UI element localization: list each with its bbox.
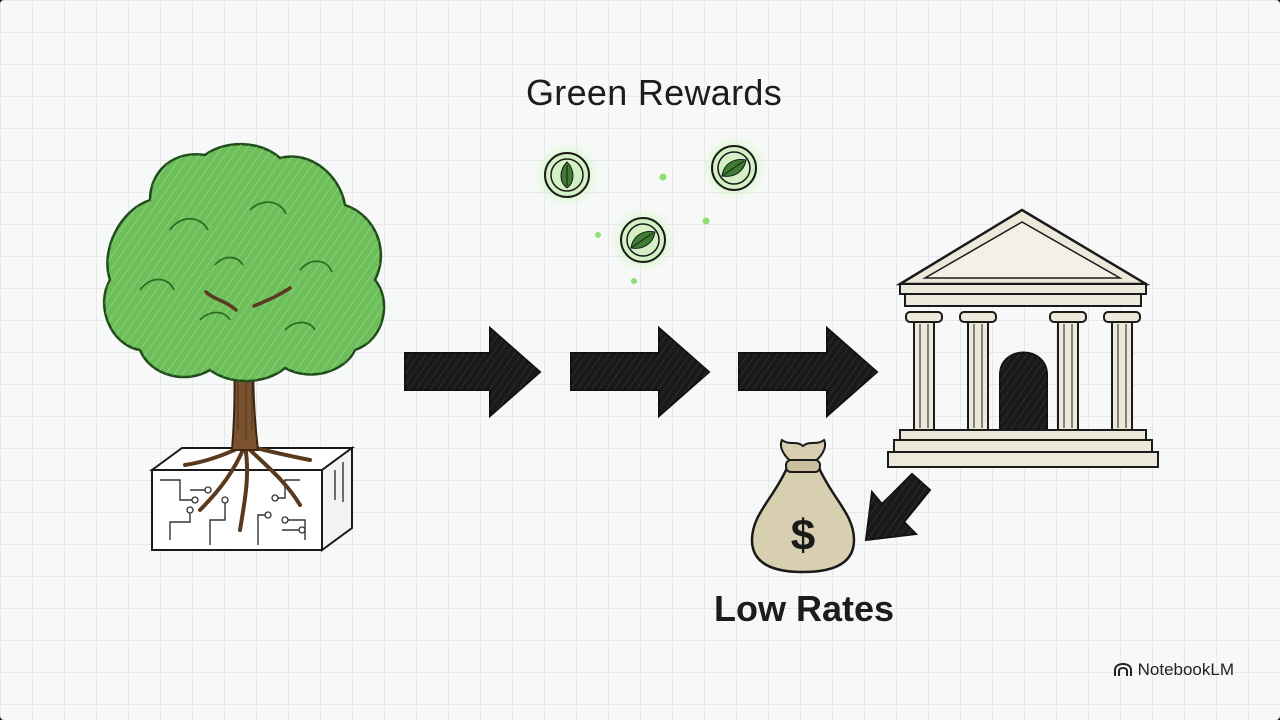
bank-building-icon <box>887 208 1159 468</box>
svg-text:$: $ <box>791 511 815 560</box>
tree-with-circuit-roots-icon <box>102 142 386 552</box>
sparkle-dots <box>595 173 710 284</box>
low-rates-caption: Low Rates <box>714 588 895 629</box>
leaf-coin-icon-1 <box>533 141 601 209</box>
leaf-coins <box>533 134 768 284</box>
leaf-coin-icon-2 <box>700 134 768 202</box>
notebooklm-brand: NotebookLM <box>1113 660 1234 680</box>
arrow-down-left-icon <box>864 472 932 542</box>
arrow-right-icon-1 <box>404 325 542 419</box>
money-bag-icon: $ <box>750 438 856 574</box>
circuit-block <box>148 446 356 552</box>
diagram-title: Green Rewards <box>526 72 783 113</box>
notebooklm-logo-icon <box>1113 663 1132 676</box>
brand-name: NotebookLM <box>1137 660 1234 679</box>
leaf-coin-icon-3 <box>609 206 677 274</box>
arrow-right-icon-2 <box>570 325 711 419</box>
flow-arrows <box>404 325 879 419</box>
tree-canopy <box>102 142 386 383</box>
arrow-right-icon-3 <box>738 325 879 419</box>
